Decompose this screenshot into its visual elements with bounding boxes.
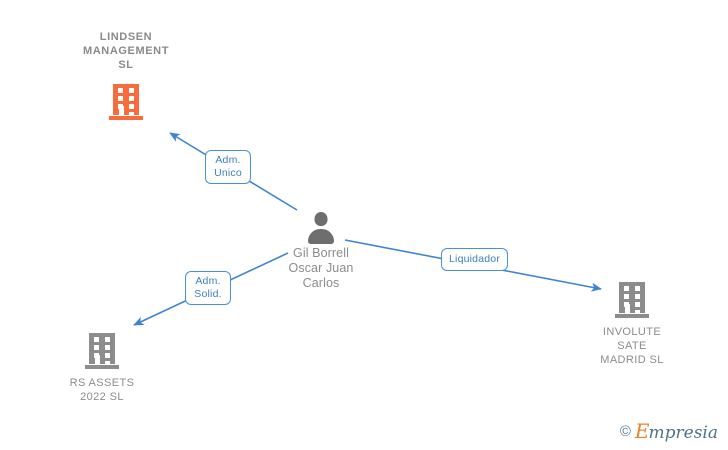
edge-label-adm-solid[interactable]: Adm. Solid.	[185, 271, 231, 305]
person-label-gil-borrell: Gil Borrell Oscar Juan Carlos	[288, 246, 354, 290]
building-window	[129, 104, 134, 109]
building-window	[624, 294, 629, 299]
copyright-icon: ©	[619, 423, 631, 440]
building-window	[105, 337, 110, 342]
company-label-involute-sate-madrid: INVOLUTE SATE MADRID SL	[600, 326, 664, 366]
building-icon[interactable]	[109, 84, 143, 120]
edge-label-adm-unico[interactable]: Adm. Unico	[205, 150, 251, 184]
building-icon[interactable]	[85, 333, 119, 369]
company-label-rs-assets: RS ASSETS 2022 SL	[69, 377, 135, 403]
building-window	[94, 345, 99, 350]
building-door	[625, 304, 630, 313]
person-icon[interactable]	[304, 212, 338, 244]
building-window	[129, 88, 134, 93]
building-window	[635, 286, 640, 291]
brand-name: mpresia	[648, 423, 719, 443]
building-base	[615, 314, 649, 318]
building-window	[94, 337, 99, 342]
company-label-lindsen-management: LINDSEN MANAGEMENT SL	[82, 31, 170, 71]
person-node-gil-borrell[interactable]: Gil Borrell Oscar Juan Carlos	[258, 212, 384, 291]
empresia-watermark: © E mpresia	[620, 421, 718, 442]
building-window	[105, 361, 110, 364]
building-window	[105, 345, 110, 350]
company-node-rs-assets[interactable]: RS ASSETS 2022 SL	[42, 333, 162, 404]
building-window	[635, 294, 640, 299]
building-window	[105, 353, 110, 358]
edge-label-liquidador[interactable]: Liquidador	[441, 248, 509, 271]
company-node-lindsen-management[interactable]: LINDSEN MANAGEMENT SL	[56, 30, 196, 120]
building-window	[118, 88, 123, 93]
brand-initial: E	[634, 419, 650, 443]
company-node-involute-sate-madrid[interactable]: INVOLUTE SATE MADRID SL	[572, 282, 692, 367]
building-body	[113, 84, 139, 115]
building-window	[129, 96, 134, 101]
person-head	[314, 212, 328, 226]
building-window	[624, 286, 629, 291]
building-door	[95, 355, 100, 364]
building-body	[619, 282, 645, 313]
building-door	[119, 106, 124, 115]
building-window	[635, 302, 640, 307]
building-window	[118, 96, 123, 101]
building-body	[89, 333, 115, 364]
building-base	[109, 116, 143, 120]
person-torso	[308, 229, 334, 244]
building-base	[85, 365, 119, 369]
building-window	[635, 310, 640, 313]
building-icon[interactable]	[615, 282, 649, 318]
building-window	[129, 112, 134, 115]
